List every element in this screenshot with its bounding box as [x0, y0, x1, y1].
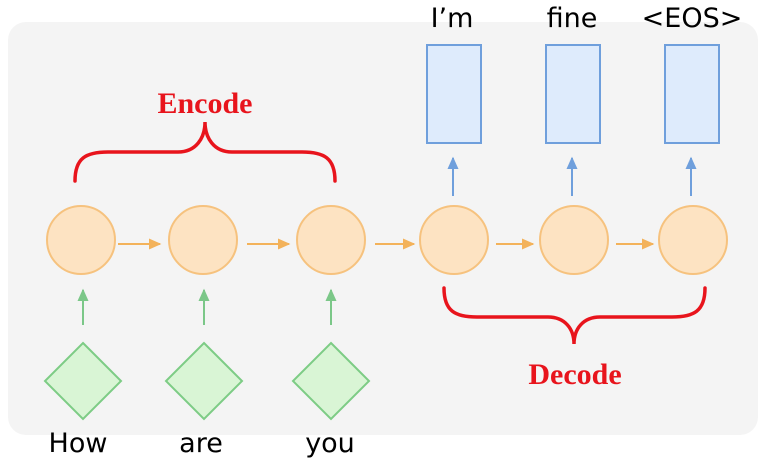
encoder-node: [296, 205, 366, 275]
output-box: [426, 44, 482, 144]
encode-brace: [73, 121, 337, 183]
encode-label: Encode: [157, 87, 252, 120]
encoder-node: [168, 205, 238, 275]
input-diamond: [291, 341, 371, 421]
output-word: <EOS>: [642, 3, 743, 34]
decoder-node: [539, 205, 609, 275]
background-panel: [8, 22, 758, 435]
decoder-node: [419, 205, 489, 275]
input-word: How: [49, 428, 108, 459]
encoder-node: [46, 205, 116, 275]
output-word: I’m: [431, 3, 474, 34]
input-word: are: [179, 428, 223, 459]
output-box: [664, 44, 720, 144]
decode-brace: [442, 286, 707, 345]
output-word: fine: [547, 3, 598, 34]
decode-label: Decode: [528, 358, 621, 391]
decoder-node: [658, 205, 728, 275]
input-diamond: [43, 341, 123, 421]
input-word: you: [305, 428, 355, 459]
output-box: [545, 44, 601, 144]
input-diamond: [164, 341, 244, 421]
